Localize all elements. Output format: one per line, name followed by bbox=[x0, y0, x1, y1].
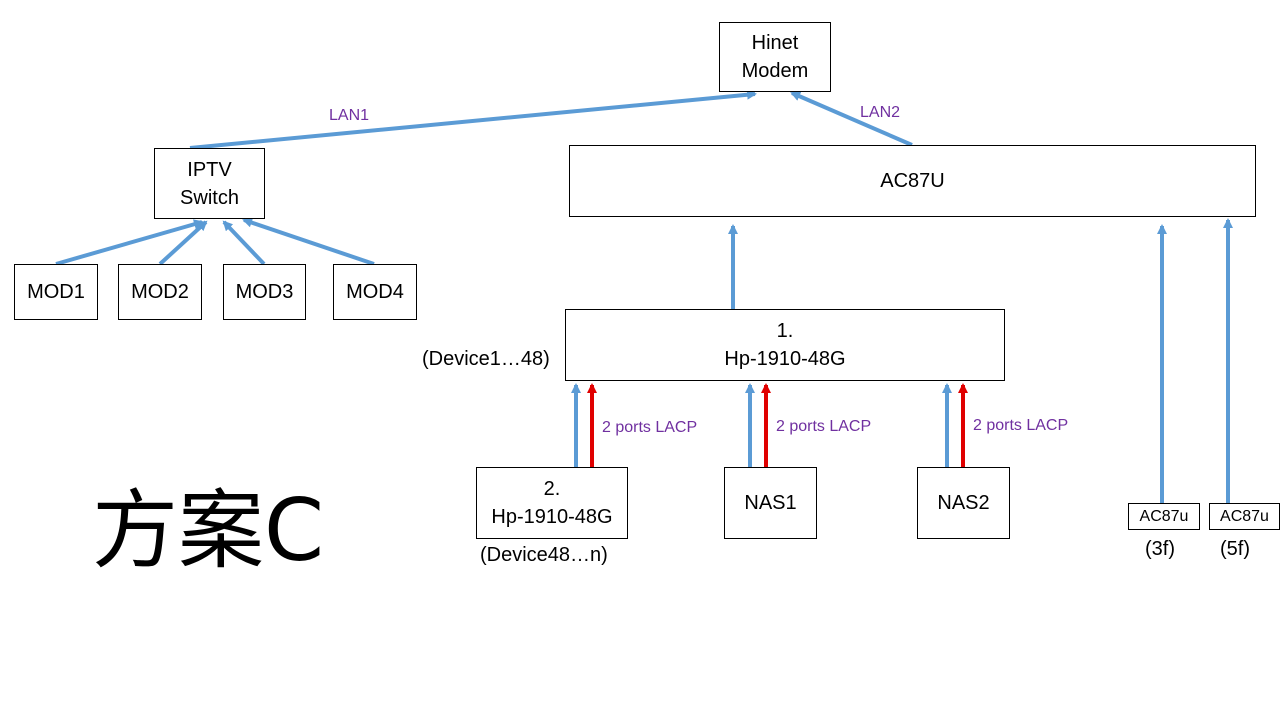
floor-3f-caption: (3f) bbox=[1145, 538, 1175, 560]
link-mod4-to-iptv bbox=[242, 217, 375, 266]
lacp-hp2-label: 2 ports LACP bbox=[602, 419, 698, 436]
hinet-modem-box: Hinet Modem bbox=[719, 22, 831, 92]
ac87u-main-router-box: AC87U bbox=[569, 145, 1256, 217]
ac87u-5f-box: AC87u bbox=[1209, 503, 1280, 530]
nas1-box: NAS1 bbox=[724, 467, 817, 539]
mod3-box: MOD3 bbox=[223, 264, 306, 320]
lacp-nas1-label: 2 ports LACP bbox=[776, 418, 872, 435]
nas2-box: NAS2 bbox=[917, 467, 1010, 539]
iptv-switch-box: IPTV Switch bbox=[154, 148, 265, 219]
link-iptv-to-hinet bbox=[189, 89, 757, 150]
lacp-nas2-label: 2 ports LACP bbox=[973, 417, 1069, 434]
hp-switch-1-box: 1. Hp-1910-48G bbox=[565, 309, 1005, 381]
lan2-label: LAN2 bbox=[860, 104, 901, 121]
device1-48-caption: (Device1…48) bbox=[422, 348, 550, 370]
mod1-box: MOD1 bbox=[14, 264, 98, 320]
link-mod3-to-iptv bbox=[222, 220, 266, 266]
link-mod1-to-iptv bbox=[55, 219, 204, 266]
link-ac87u-to-hinet bbox=[790, 91, 913, 147]
link-mod2-to-iptv bbox=[158, 220, 208, 266]
lan1-label: LAN1 bbox=[329, 107, 370, 124]
plan-title: 方案C bbox=[92, 481, 325, 581]
ac87u-3f-box: AC87u bbox=[1128, 503, 1200, 530]
device48-n-caption: (Device48…n) bbox=[480, 544, 608, 566]
floor-5f-caption: (5f) bbox=[1220, 538, 1250, 560]
hp-switch-2-box: 2. Hp-1910-48G bbox=[476, 467, 628, 539]
mod2-box: MOD2 bbox=[118, 264, 202, 320]
mod4-box: MOD4 bbox=[333, 264, 417, 320]
